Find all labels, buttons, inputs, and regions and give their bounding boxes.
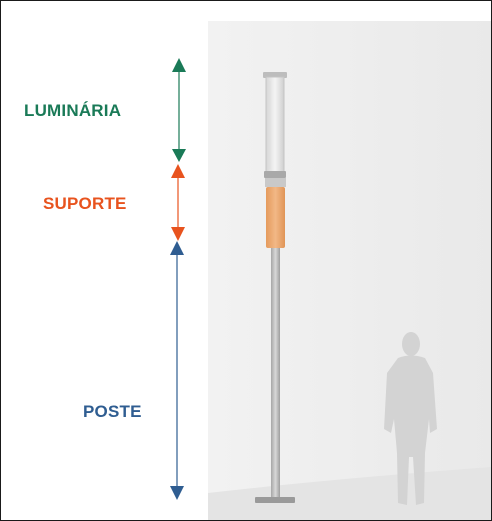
photo-backdrop (208, 21, 491, 520)
arrowhead-up-icon (170, 241, 184, 255)
label-luminaria: LUMINÁRIA (24, 101, 122, 120)
person-silhouette (384, 332, 437, 505)
arrowhead-down-icon (172, 149, 186, 162)
label-suporte: SUPORTE (43, 194, 127, 213)
poste-dimension-arrow (170, 241, 184, 500)
suporte-dimension-arrow (171, 164, 185, 241)
luminaire-head (263, 72, 287, 178)
arrowhead-down-icon (170, 486, 184, 500)
pole-base (255, 497, 295, 503)
arrowhead-up-icon (172, 58, 186, 72)
pole-shaft (271, 248, 280, 498)
arrowhead-up-icon (171, 164, 185, 178)
label-poste: POSTE (83, 402, 142, 421)
support-sleeve (265, 178, 286, 248)
luminaria-dimension-arrow (172, 58, 186, 162)
arrowhead-down-icon (171, 227, 185, 241)
